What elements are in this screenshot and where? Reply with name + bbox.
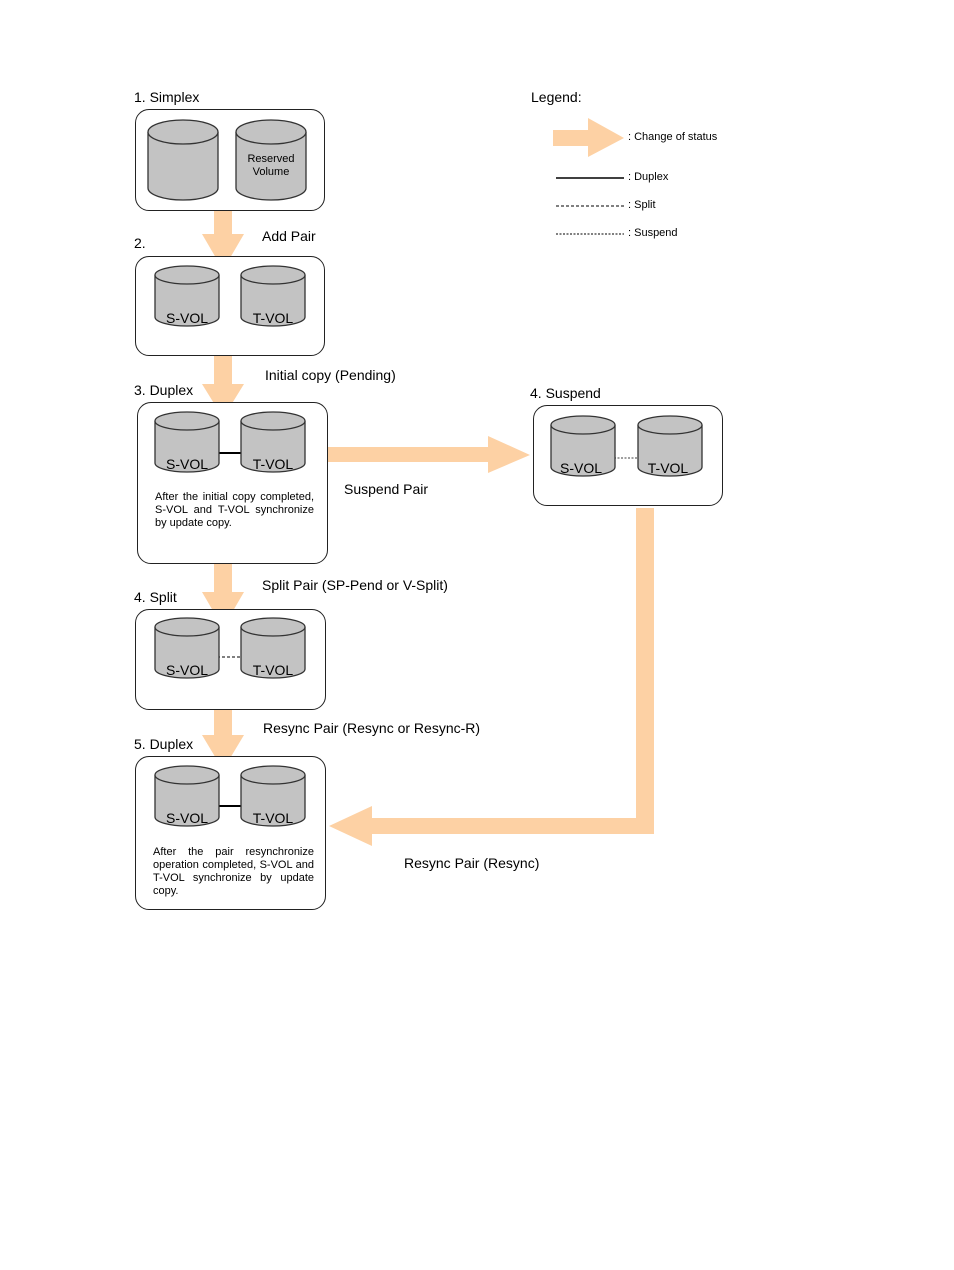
arrow-resync-from-suspend: [329, 508, 654, 846]
simplex-title: 1. Simplex: [134, 89, 200, 105]
legend-duplex-label: : Duplex: [628, 171, 669, 183]
suspend-pair-label: Suspend Pair: [344, 481, 429, 497]
initial-copy-label: Initial copy (Pending): [265, 367, 396, 383]
suspend-title: 4. Suspend: [530, 385, 601, 401]
duplex1-tvol-label: T-VOL: [252, 456, 294, 472]
split-title: 4. Split: [134, 589, 177, 605]
legend-title: Legend:: [531, 89, 582, 105]
legend-change-label: : Change of status: [628, 131, 718, 143]
legend-split-label: : Split: [628, 199, 656, 211]
arrow-resync-pair: [202, 695, 244, 770]
add-pair-label: Add Pair: [262, 228, 316, 244]
duplex2-tvol-label: T-VOL: [252, 810, 294, 826]
legend-arrow-icon: [553, 118, 624, 157]
pair-title: 2.: [134, 235, 146, 251]
duplex2-title: 5. Duplex: [134, 736, 194, 752]
split-pair-label: Split Pair (SP-Pend or V-Split): [262, 577, 448, 593]
suspend-tvol-label: T-VOL: [647, 460, 689, 476]
arrow-suspend-pair: [328, 436, 530, 473]
duplex2-svol-label: S-VOL: [165, 810, 208, 826]
legend-suspend-label: : Suspend: [628, 227, 678, 239]
arrow-add-pair: [202, 196, 244, 270]
duplex1-svol-label: S-VOL: [165, 456, 208, 472]
simplex-volume-cylinder: [147, 119, 219, 201]
resync-pair-label: Resync Pair (Resync or Resync-R): [263, 720, 481, 736]
pair-svol-label: S-VOL: [165, 310, 208, 326]
arrow-initial-copy: [202, 343, 244, 418]
pair-tvol-label: T-VOL: [252, 310, 294, 326]
split-svol-label: S-VOL: [165, 662, 208, 678]
duplex1-title: 3. Duplex: [134, 382, 194, 398]
resync-suspend-label: Resync Pair (Resync): [404, 855, 540, 871]
reserved-volume-label: Reserved Volume: [247, 153, 295, 178]
duplex1-note: After the initial copy completed, S-VOL …: [155, 491, 314, 529]
duplex2-note: After the pair resynchronize operation c…: [153, 846, 314, 897]
split-tvol-label: T-VOL: [252, 662, 294, 678]
suspend-svol-label: S-VOL: [559, 460, 602, 476]
